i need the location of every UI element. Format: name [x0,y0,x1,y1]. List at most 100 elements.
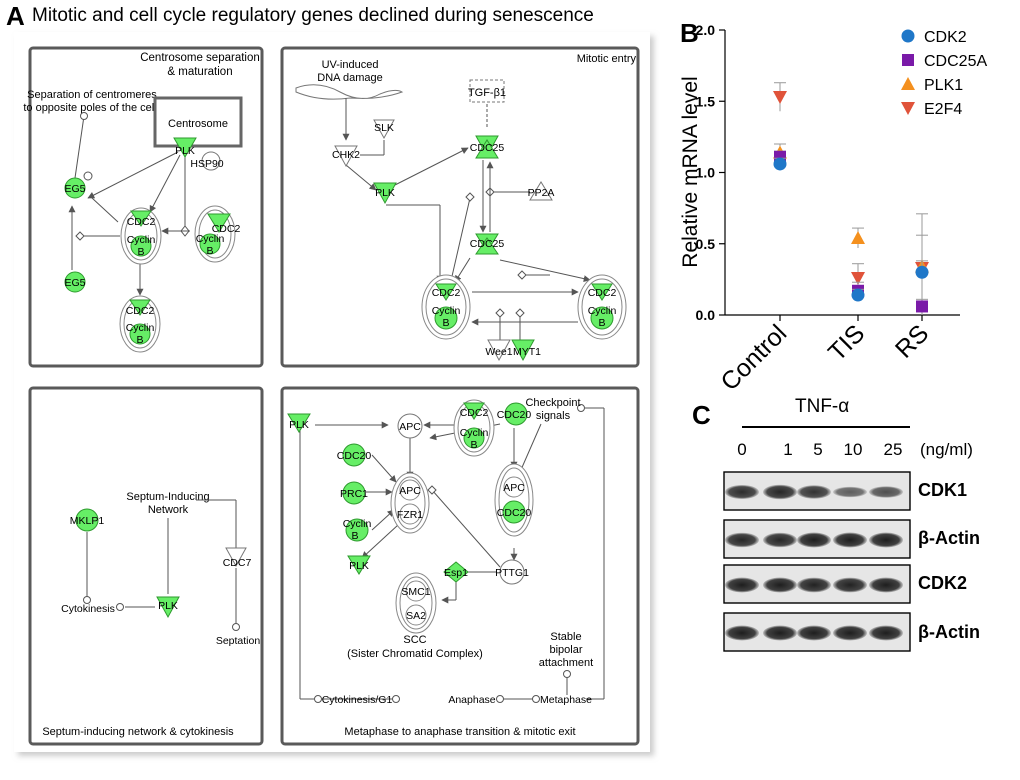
x-tick-label: RS [890,319,934,363]
edge [91,197,119,223]
eg5-label: EG5 [64,183,85,195]
blot-band [797,532,831,548]
edge-end [427,485,437,495]
edge [371,509,395,531]
blot-band [833,577,867,593]
y-tick-label: 1.5 [696,93,716,109]
plk-node [347,555,371,575]
x-tick-label: TIS [823,319,870,366]
edge [87,151,179,199]
cytokinesis-g1-label: Cytokinesis/G1 [322,694,393,706]
western-blot [723,471,911,652]
edge [394,147,469,186]
edge-end [532,695,540,703]
blot-band [763,577,797,593]
blot-band [869,486,903,498]
cyclin-b-node [345,518,369,542]
edge [431,489,501,568]
wee1-label: Wee1 [485,346,512,358]
edge-end [392,695,400,703]
cdc25-label: CDC25 [470,142,505,154]
myt1-label: MYT1 [513,346,541,358]
x-tick-label: Control [715,319,792,396]
subpanel-title: Mitotic entry [577,53,637,65]
cdc7-label: CDC7 [223,557,252,569]
blot-band [763,532,797,548]
data-point [851,271,865,285]
blot-band [869,625,903,641]
cdc2-node [463,402,485,420]
septation-label: Septation [216,635,261,647]
myt1-node [511,339,535,362]
slk-node [373,119,395,140]
complex-inner [198,209,232,259]
edge-end [314,695,322,703]
centrosome-box [153,96,243,148]
panel-label-a: A [6,1,25,31]
edge [74,115,85,179]
mrna-chart: Relative mRNA level 0.00.51.01.52.0 Cont… [679,22,987,396]
cyclin-node [130,235,152,257]
cdc20-label: CDC20 [497,409,532,421]
blot-band [869,532,903,548]
blot-band [725,577,759,593]
esp1-label: Esp1 [444,567,468,579]
treatment-label: TNF-α [795,396,850,417]
chk2-node [334,145,358,168]
edge [454,257,471,283]
edge [149,154,181,213]
edge-end [465,192,475,202]
blot-band [763,484,797,500]
cdc2-label: CDC2 [588,287,617,299]
apc-label: APC [503,482,525,494]
anaphase-label: Anaphase [448,694,495,706]
pp2a-node [529,181,553,201]
dose-row: 0 1 5 10 25 [732,440,912,464]
apc-node [503,476,525,498]
chk2-label: CHK2 [332,149,360,161]
pp2a-label: PP2A [528,187,555,199]
legend-label: E2F4 [924,101,962,118]
cdc2-node [129,299,151,316]
cyclin-node [463,427,485,449]
edge [345,164,377,191]
legend-label: CDK2 [924,29,967,46]
cdc2-label: CDC2 [460,407,489,419]
subpanel-septum: Septum-inducing network & cytokinesis MK… [28,386,264,746]
edge-end [563,670,571,678]
legend-label: PLK1 [924,77,963,94]
sa2-node [405,604,427,626]
centrosome-label: Centrosome [168,118,228,130]
subpanel-border [28,386,264,746]
edge [499,259,591,283]
pttg1-label: PTTG1 [495,567,529,579]
wee1-node [487,339,511,362]
cdc2-label: CDC2 [432,287,461,299]
complex-inner [394,476,426,530]
edge [371,454,397,483]
cdc2-node [207,213,231,233]
cytokinesis-label: Cytokinesis [61,603,115,615]
legend-marker [901,29,915,43]
cdc20-label: CDC20 [337,450,372,462]
plk-label: PLK [375,187,395,199]
cdc20-node [502,500,526,524]
fzr1-label: FZR1 [397,509,423,521]
x-ticks: Control TIS RS [715,315,934,396]
data-point [773,157,787,171]
hsp90-label: HSP90 [190,158,223,170]
data-point [915,265,929,279]
pathway-diagram: Centrosome separation& maturation Separa… [14,32,650,752]
complex-inner [581,278,623,336]
panel-label-b: B [680,18,699,48]
cdc2-node [130,210,152,227]
plk-label: PLK [158,600,178,612]
plk-node [373,182,397,205]
subpanel-title: Metaphase to anaphase transition & mitot… [344,726,575,738]
